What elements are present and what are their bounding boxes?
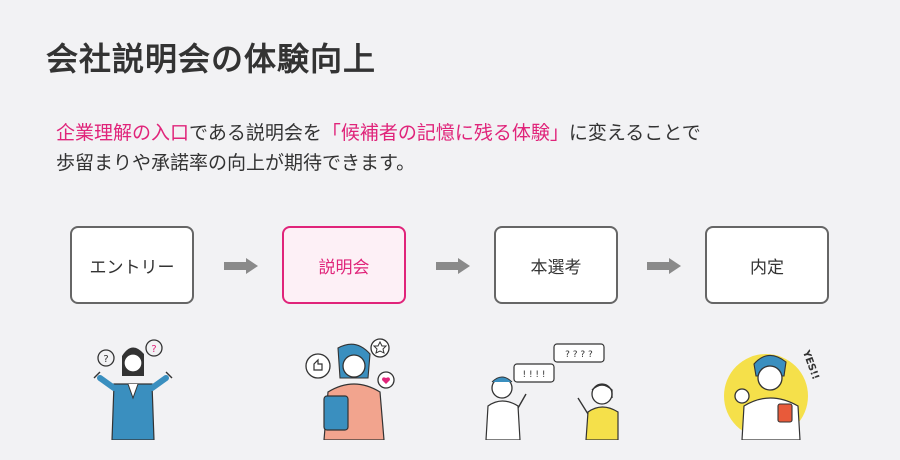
description-text-b: に変えることで [568, 122, 701, 144]
entry-person-illustration: ? ? [93, 339, 173, 440]
step-label: 説明会 [318, 257, 370, 278]
step-label: 内定 [750, 257, 784, 278]
description-line-2: 歩留まりや承諾率の向上が期待できます。 [56, 152, 416, 174]
description: 企業理解の入口である説明会を「候補者の記憶に残る体験」に変えることで 歩留まりや… [56, 118, 701, 178]
svg-text:? ? ? ?: ? ? ? ? [565, 350, 593, 360]
step-entry: エントリー [70, 226, 194, 304]
step-selection: 本選考 [494, 226, 618, 304]
svg-text:?: ? [103, 354, 108, 365]
selection-conversation-illustration: ! ! ! ! ? ? ? ? [485, 343, 619, 440]
briefing-person-illustration [305, 338, 395, 440]
step-briefing: 説明会 [282, 226, 406, 304]
highlight-entry-point: 企業理解の入口 [56, 122, 190, 144]
step-label: 本選考 [530, 257, 582, 278]
page-title: 会社説明会の体験向上 [46, 40, 377, 78]
highlight-memorable-experience: 「候補者の記憶に残る体験」 [321, 122, 569, 144]
arrow-right-icon [224, 258, 258, 274]
step-label: エントリー [89, 257, 175, 278]
svg-text:?: ? [151, 344, 156, 355]
svg-text:! ! ! !: ! ! ! ! [522, 370, 545, 380]
offer-celebration-illustration: YES!! [724, 348, 821, 440]
description-line-1: 企業理解の入口である説明会を「候補者の記憶に残る体験」に変えることで [56, 118, 701, 148]
description-text-a: である説明会を [189, 122, 322, 144]
arrow-right-icon [647, 258, 681, 274]
step-offer: 内定 [705, 226, 829, 304]
arrow-right-icon [436, 258, 470, 274]
